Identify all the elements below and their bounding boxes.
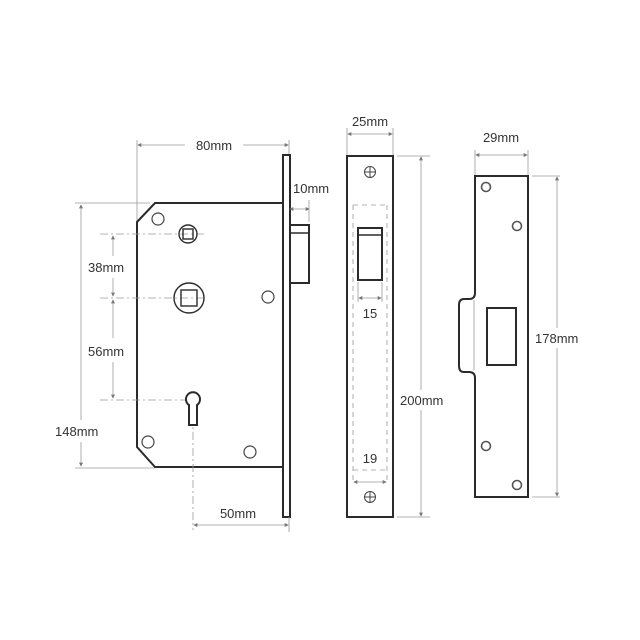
dimension-label-inner-width: 19: [363, 451, 377, 466]
fixing-hole-icon: [141, 435, 155, 449]
lock-forend-plate: [282, 154, 291, 518]
dimension-label-centres-lower: 56mm: [88, 344, 124, 359]
fixing-hole-icon: [243, 445, 257, 459]
dimension-label-width: 80mm: [196, 138, 232, 153]
latch-bolt: [289, 224, 310, 284]
large-follower-icon: [173, 282, 205, 314]
small-follower-icon: [178, 224, 198, 244]
dimension-label-strike-height: 178mm: [535, 331, 578, 346]
forend: 25mm 15 19 200: [346, 114, 443, 518]
dimension-label-strike-width: 29mm: [483, 130, 519, 145]
fixing-hole-icon: [511, 220, 523, 232]
lock-body: 80mm 10mm 38mm 56mm 148mm 50mm: [55, 138, 329, 532]
dimension-label-backset: 50mm: [220, 506, 256, 521]
fixing-hole-icon: [480, 181, 492, 193]
fixing-hole-icon: [511, 479, 523, 491]
dimension-label-latch-width: 15: [363, 306, 377, 321]
dimension-label-centres-upper: 38mm: [88, 260, 124, 275]
lock-case: [136, 202, 284, 468]
fixing-hole-icon: [261, 290, 275, 304]
forend-plate: [346, 155, 394, 518]
screw-icon: [364, 491, 376, 503]
keyhole-icon: [185, 391, 201, 426]
dimension-label-forend-height: 200mm: [400, 393, 443, 408]
fixing-hole-icon: [480, 440, 492, 452]
dimension-label-height: 148mm: [55, 424, 98, 439]
latch-opening: [357, 227, 383, 281]
dimension-label-bolt-projection: 10mm: [293, 181, 329, 196]
dimension-label-forend-width: 25mm: [352, 114, 388, 129]
fixing-hole-icon: [151, 212, 165, 226]
strike-plate: 29mm 178mm: [458, 130, 578, 498]
strike-opening: [486, 307, 517, 366]
screw-icon: [364, 166, 376, 178]
